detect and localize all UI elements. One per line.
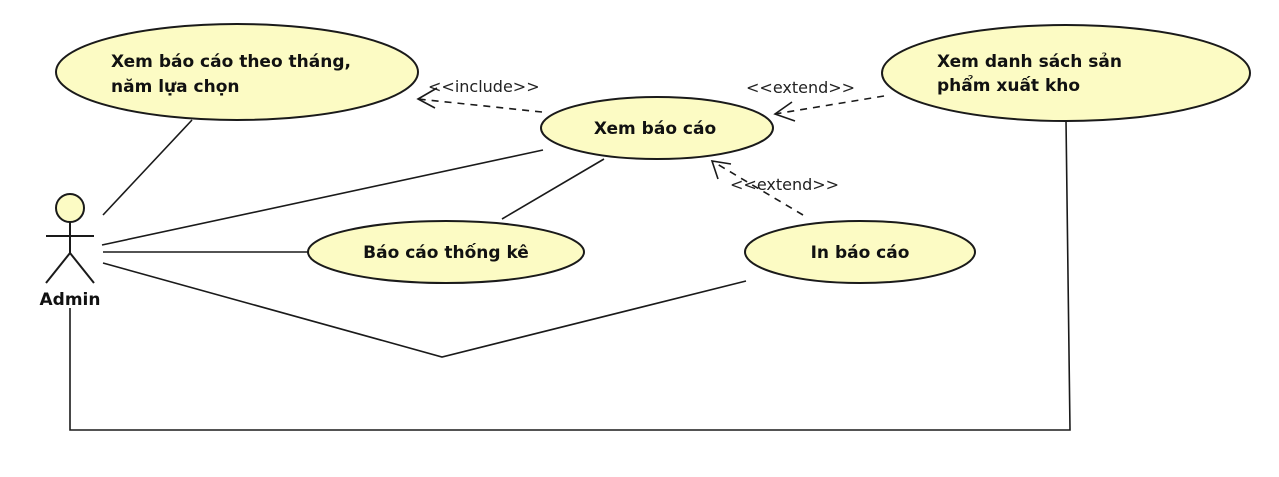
use-case-xem-bao-cao[interactable]: Xem báo cáo: [540, 96, 774, 160]
use-case-label-line1: Xem danh sách sản: [937, 52, 1122, 72]
use-case-label: In báo cáo: [811, 243, 910, 263]
extend-arrowhead-2: [710, 160, 732, 180]
use-case-label-line1: Xem báo cáo theo tháng,: [111, 52, 351, 72]
use-case-ellipse: [55, 23, 419, 121]
use-case-label: Báo cáo thống kê: [363, 242, 529, 263]
use-case-in-bao-cao[interactable]: In báo cáo: [744, 220, 976, 284]
use-case-label: Xem báo cáo: [594, 119, 716, 139]
use-case-ellipse: [307, 220, 585, 284]
assoc-thong-ke-xem-bao-cao: [501, 158, 605, 220]
use-case-label-line2: năm lựa chọn: [111, 77, 240, 97]
use-case-ellipse: [881, 24, 1251, 122]
include-line: [417, 98, 543, 113]
use-case-xem-danh-sach-san-pham[interactable]: Xem danh sách sản phẩm xuất kho: [881, 24, 1251, 122]
assoc-admin-xem-bao-cao: [101, 149, 544, 246]
extend-line-2: [711, 160, 804, 216]
use-case-ellipse: [744, 220, 976, 284]
actor-body: [45, 222, 95, 284]
dependencies: [416, 87, 885, 216]
actor-label: Admin: [40, 290, 101, 310]
use-case-label-line2: phẩm xuất kho: [937, 74, 1080, 96]
use-case-xem-bao-cao-thang-nam[interactable]: Xem báo cáo theo tháng, năm lựa chọn: [55, 23, 419, 121]
extend-line-1: [774, 95, 885, 115]
use-case-bao-cao-thong-ke[interactable]: Báo cáo thống kê: [307, 220, 585, 284]
include-arrowhead: [416, 87, 438, 109]
use-case-ellipse: [540, 96, 774, 160]
extend-arrowhead-1: [773, 101, 796, 122]
actor-head: [55, 193, 85, 223]
assoc-admin-xem-danh-sach: [69, 119, 1071, 431]
actor-admin[interactable]: Admin: [40, 193, 101, 310]
include-label: <<include>>: [428, 77, 540, 96]
extend-label-1: <<extend>>: [746, 78, 855, 97]
assoc-admin-xem-bao-cao-thang: [102, 119, 193, 216]
associations: [69, 119, 1071, 431]
assoc-admin-in-bao-cao: [102, 262, 747, 358]
extend-label-2: <<extend>>: [730, 175, 839, 194]
